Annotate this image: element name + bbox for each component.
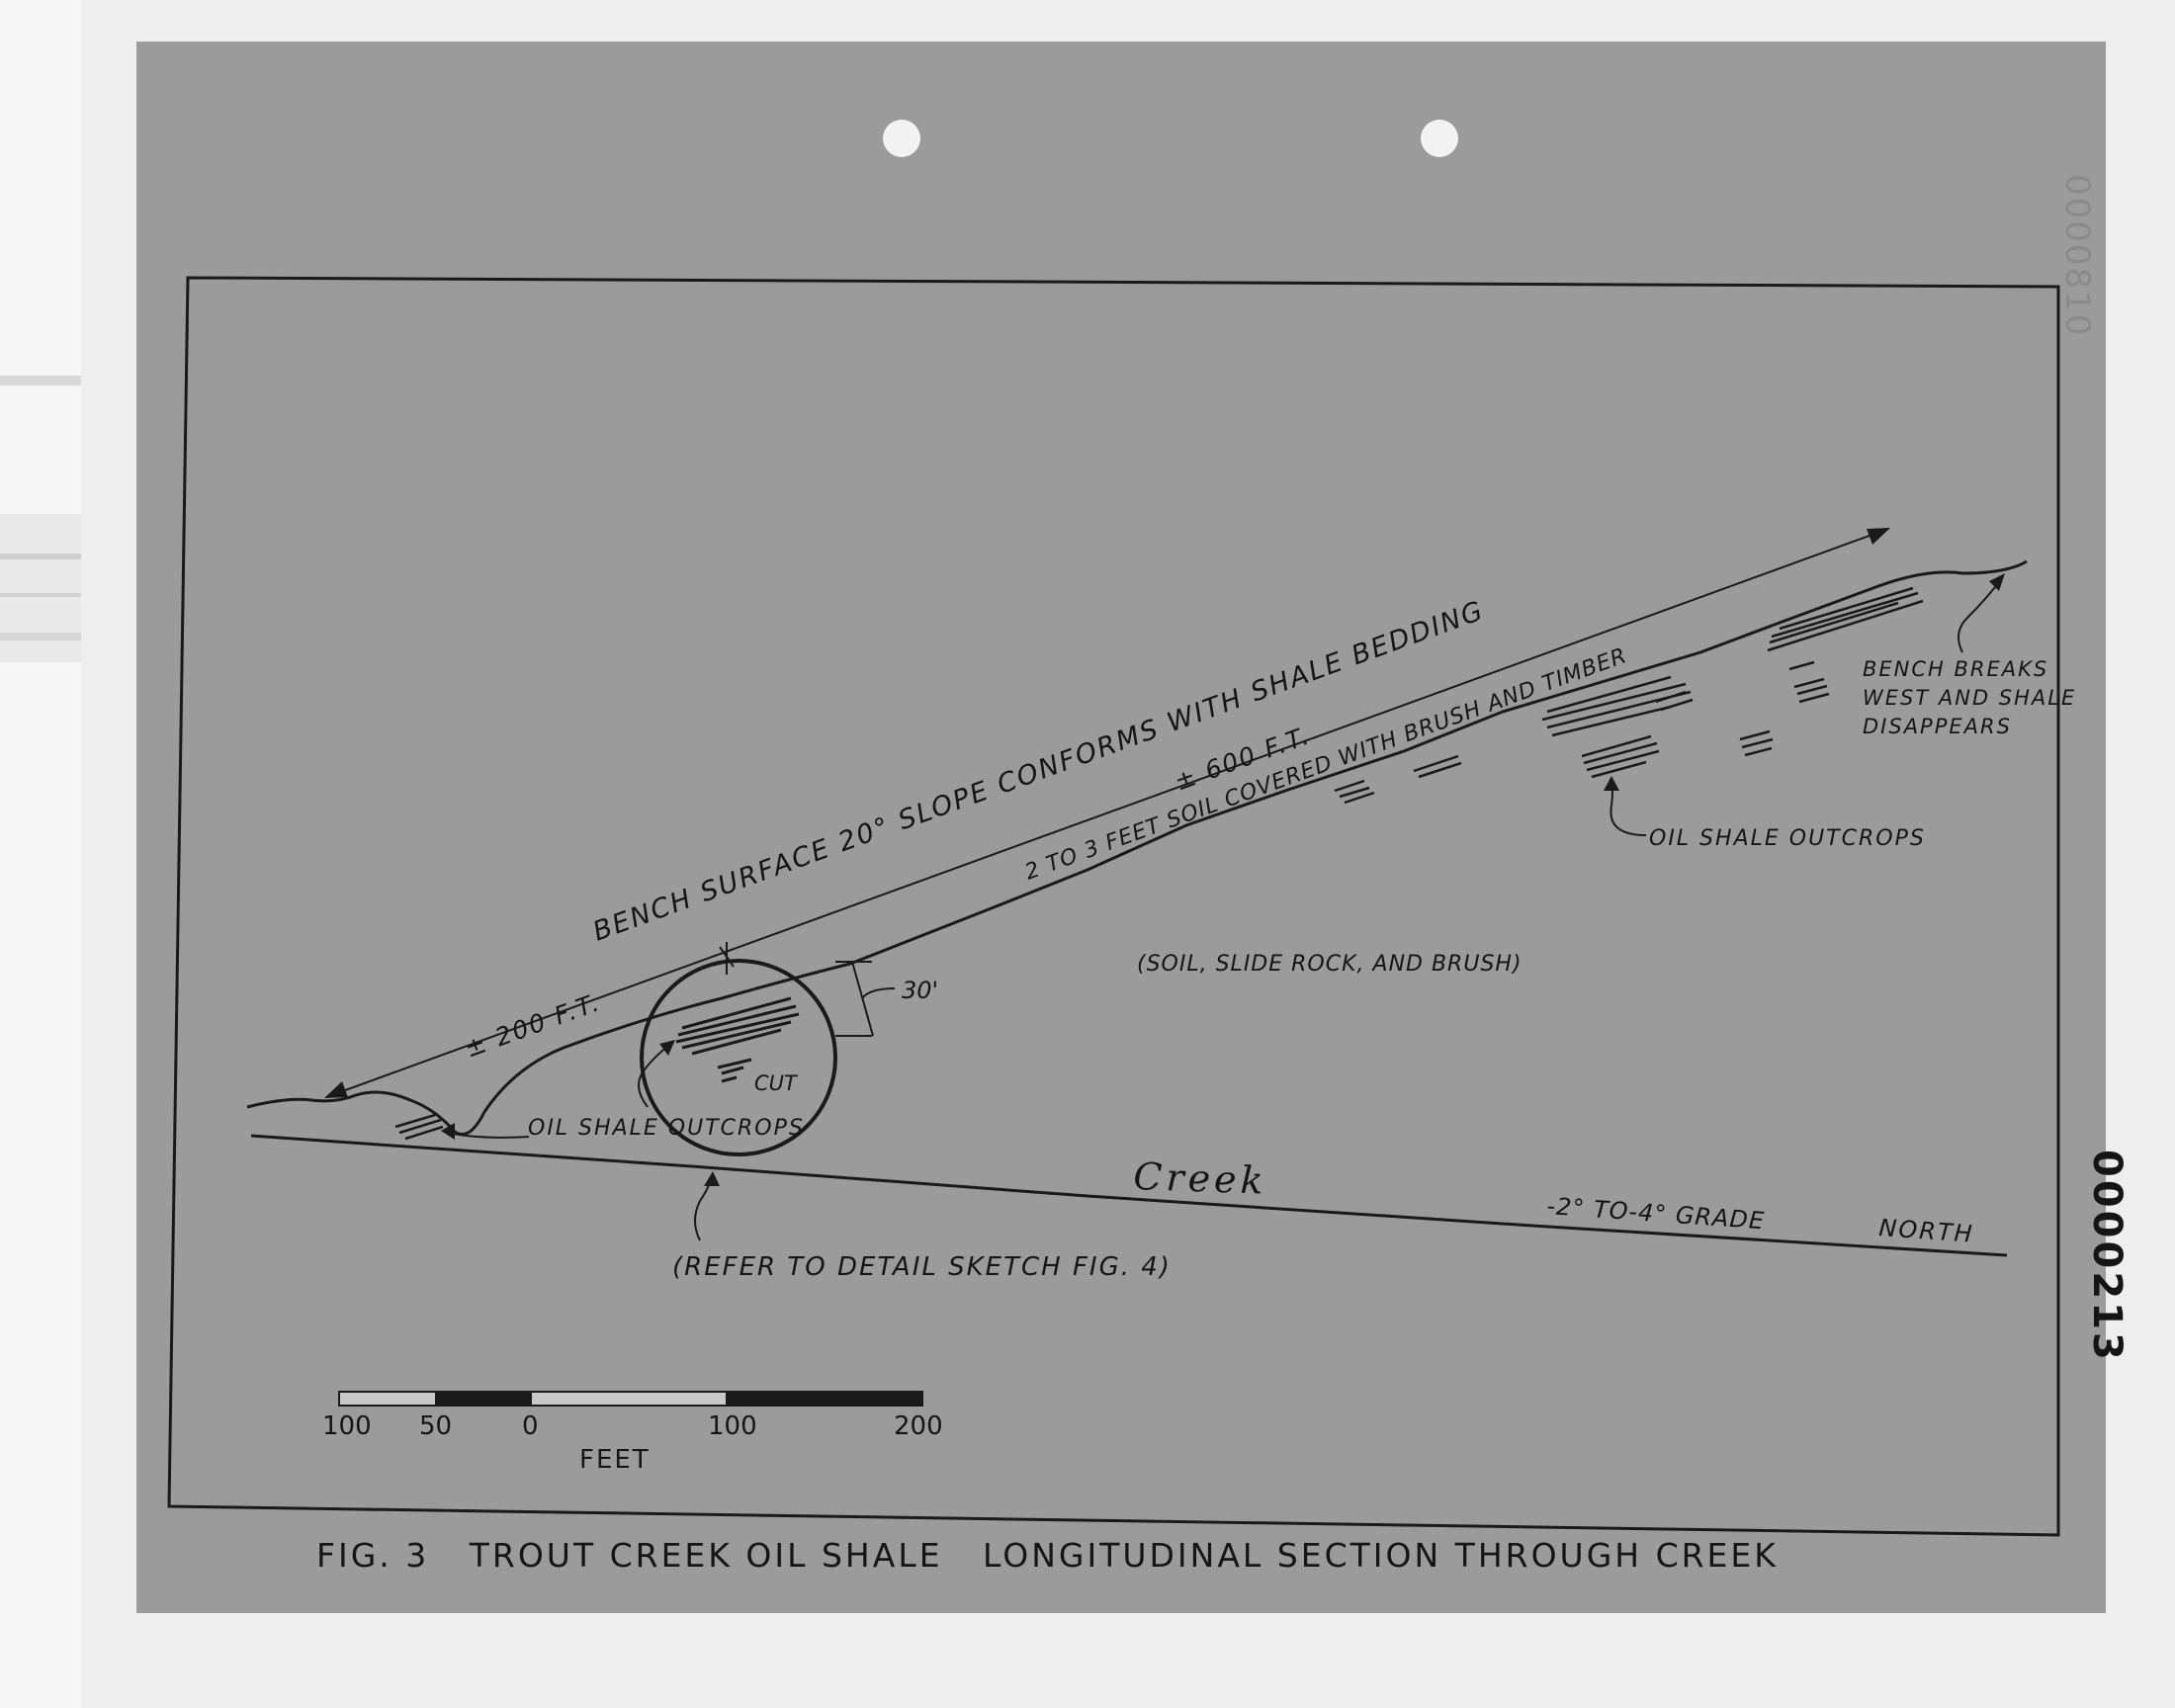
- north-label: NORTH: [1878, 1214, 1975, 1248]
- arrowhead: [1989, 573, 2005, 591]
- creek-label: Creek: [1133, 1154, 1268, 1203]
- figure-frame: [167, 276, 2060, 1537]
- punch-hole: [883, 120, 920, 157]
- punch-hole: [1421, 120, 1458, 157]
- scale-tick-label: 100: [708, 1411, 757, 1441]
- margin-stamp: 0000213: [2084, 1150, 2130, 1363]
- detail-circle: [640, 959, 837, 1156]
- scale-tick-label: 100: [322, 1411, 372, 1441]
- leader-arrow: [1958, 577, 2003, 653]
- bench-breaks-label: DISAPPEARS: [1863, 715, 2012, 738]
- bench-breaks-label: WEST AND SHALE: [1863, 686, 2076, 710]
- bench-surface-label: BENCH SURFACE 20° SLOPE CONFORMS WITH SH…: [589, 595, 1489, 947]
- arrowhead: [704, 1171, 720, 1186]
- arrowhead: [659, 1040, 675, 1056]
- oil-shale-outcrops-label: OIL SHALE OUTCROPS: [528, 1116, 805, 1141]
- leader-line: [861, 987, 896, 999]
- scan-strip: [0, 0, 81, 1708]
- figure-caption: FIG. 3 TROUT CREEK OIL SHALE LONGITUDINA…: [316, 1536, 1779, 1575]
- scale-bar-segment: [726, 1392, 922, 1406]
- bench-breaks-label: BENCH BREAKS: [1863, 657, 2048, 681]
- arrowhead: [324, 1081, 348, 1098]
- arrowhead: [1604, 776, 1619, 791]
- ground-profile: [246, 559, 2028, 1136]
- creek-line: [250, 1134, 2008, 1257]
- oil-shale-outcrops-label: OIL SHALE OUTCROPS: [1649, 826, 1926, 851]
- scale-tick-label: 0: [522, 1411, 539, 1441]
- soil-slide-rock-label: (SOIL, SLIDE ROCK, AND BRUSH): [1137, 952, 1522, 977]
- paper-sheet: [136, 42, 2106, 1613]
- shale-hatching: [394, 1113, 444, 1141]
- cut-label: CUT: [754, 1071, 799, 1095]
- shale-hatching: [675, 996, 800, 1083]
- margin-stamp: 0000810: [2057, 174, 2097, 337]
- bench-surface-line: [325, 528, 1889, 1098]
- arrowhead: [441, 1123, 455, 1140]
- scale-tick-label: 50: [419, 1411, 452, 1441]
- scale-bar: 100 50 0 100 200 FEET: [322, 1391, 943, 1475]
- scale-tick-label: 200: [894, 1411, 943, 1441]
- dimension-line: [851, 961, 874, 1037]
- arrowhead: [1867, 528, 1890, 545]
- scale-unit-label: FEET: [579, 1445, 651, 1475]
- refer-detail-label: (REFER TO DETAIL SKETCH FIG. 4): [672, 1252, 1172, 1282]
- leader-arrow: [638, 1042, 673, 1108]
- shale-hatching: [1334, 586, 1924, 805]
- thirty-foot-label: 30': [902, 977, 938, 1004]
- scale-bar-segment: [435, 1392, 532, 1406]
- distance-200-label: ± 200 F.T.: [461, 987, 604, 1063]
